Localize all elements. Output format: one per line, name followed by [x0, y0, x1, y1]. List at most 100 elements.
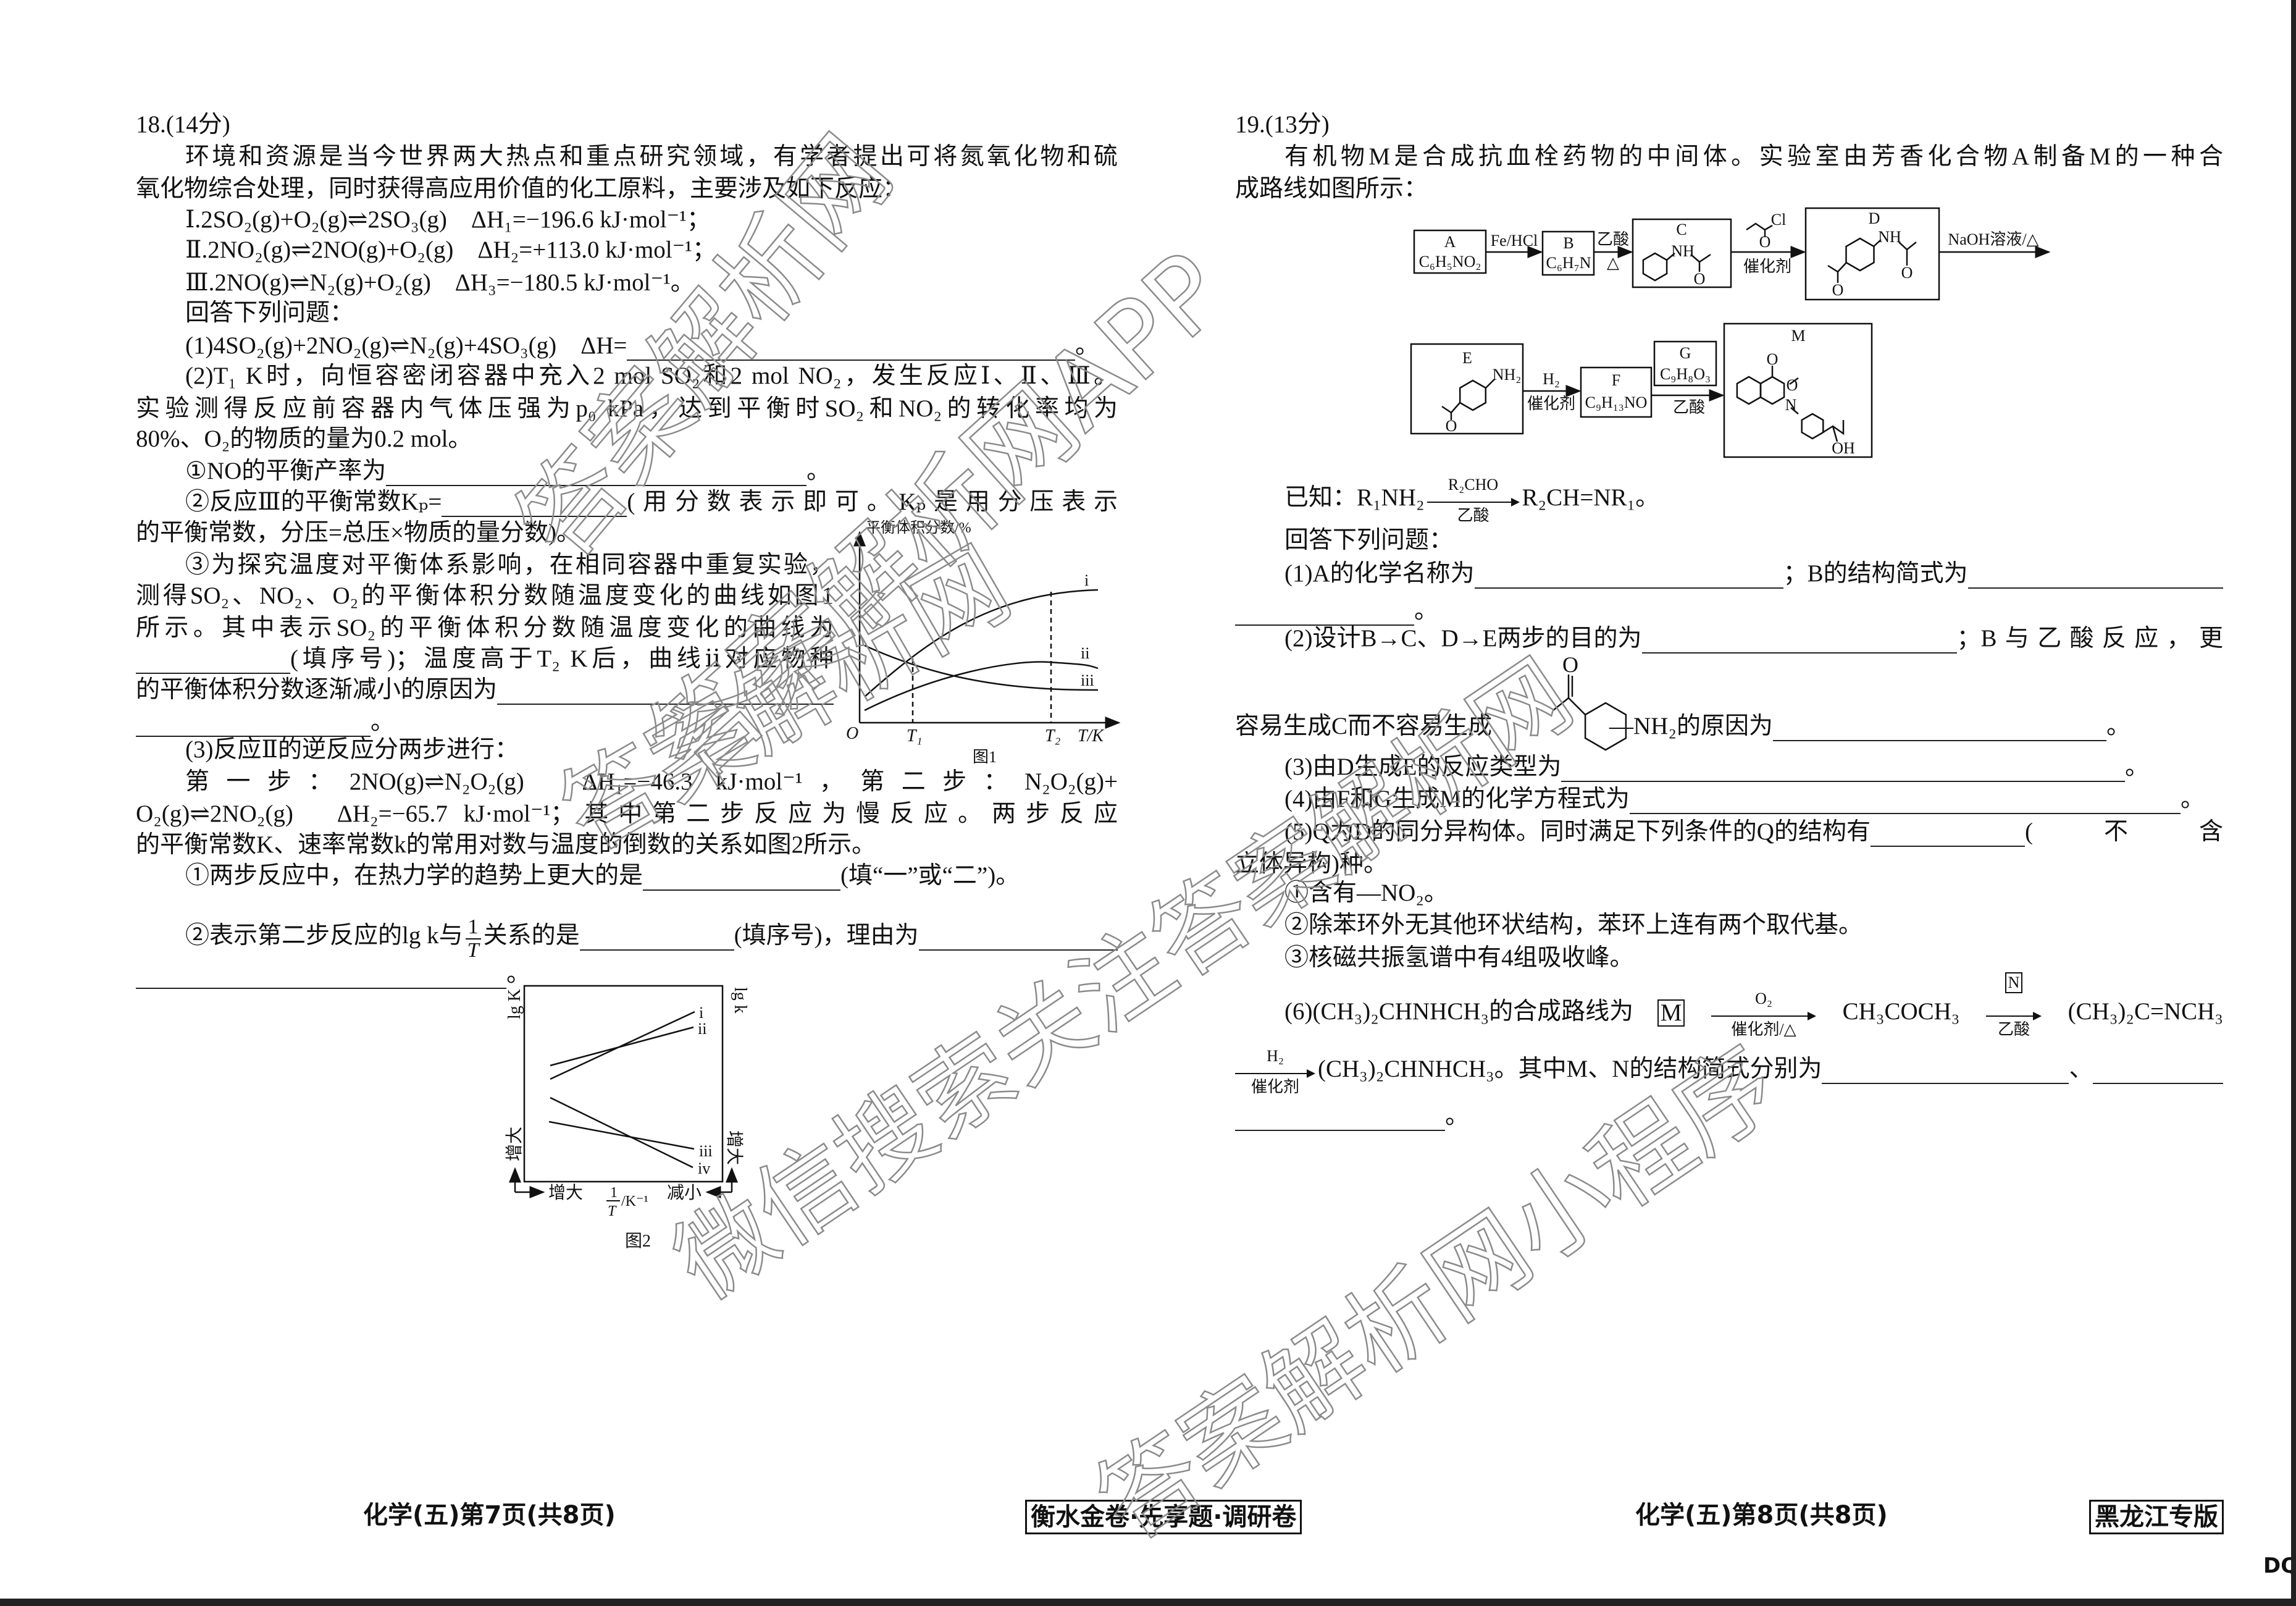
answer-blank-2c-3[interactable] [136, 711, 371, 737]
q18-part-2b: ②反应Ⅲ的平衡常数Kₚ= (用分数表示即可。Kₚ是用分压表示 [185, 487, 1118, 517]
box-g [1653, 340, 1717, 387]
q18-intro-line-1: 环境和资源是当今世界两大热点和重点研究领域，有学者提出可将氮氧化物和硫 [185, 143, 1118, 170]
fig2-frame [523, 985, 724, 1183]
answer-blank-2b[interactable] [442, 491, 627, 517]
watermark: 答案解析网 [496, 115, 914, 581]
fig1-curve-iii [864, 644, 1099, 691]
answer-blank-3a[interactable] [643, 865, 841, 891]
m-oxygen-carbonyl: O [1767, 350, 1779, 368]
answer-blank-1[interactable] [627, 335, 1075, 361]
separator: 、 [2069, 1056, 2093, 1082]
footer-page-8: 化学(五)第8页(共8页) [1635, 1501, 1888, 1529]
answer-blank-19-2a[interactable] [1641, 628, 1957, 654]
formula-f: C₉H₁₃NO [1585, 393, 1648, 411]
q19-part-2-text: (2)设计B→C、D→E两步的目的为 [1284, 625, 1642, 652]
fig1-curve-i [864, 589, 1099, 697]
fig1-x-label: T/K [1078, 726, 1104, 746]
answer-blank-19-6a[interactable] [1822, 1058, 2069, 1084]
q18-part-2b-note: (用分数表示即可。Kₚ是用分压表示 [627, 489, 1118, 515]
condition-2: ②除苯环外无其他环状结构，苯环上连有两个取代基。 [1284, 912, 1863, 938]
q19-part-1-text: (1)A的化学名称为 [1284, 560, 1475, 587]
fig2-line-iv [550, 1096, 693, 1169]
answer-blank-3b-3[interactable] [136, 963, 506, 989]
q18-part-3-line-2: 第一步：2NO(g)⇌N₂O₂(g) ΔH₁=−46.3 kJ·mol⁻¹，第二… [185, 768, 1118, 795]
acetone-formula: CH₃COCH₃ [1842, 998, 1960, 1025]
q18-reaction-3: Ⅲ.2NO(g)⇌N₂(g)+O₂(g) ΔH₃=−180.5 kJ·mol⁻¹… [185, 269, 695, 296]
answer-blank-3b-1[interactable] [579, 925, 734, 951]
answer-blank-19-6c[interactable] [1235, 1105, 1445, 1131]
answer-blank-19-5[interactable] [1870, 821, 2025, 847]
d-oxygen-1: O [1901, 264, 1913, 282]
q18-part-3b-line-2: 。 [136, 959, 530, 989]
benzene-ring-c [1642, 252, 1668, 282]
reagent-naoh: NaOH溶液/△ [1948, 230, 2038, 248]
reagent-acetic-acid-2: 乙酸 [1673, 398, 1705, 416]
q18-part-2c-line-3: 所示。其中表示SO₂的平衡体积分数随温度变化的曲线为 [136, 615, 834, 641]
answer-blank-2a[interactable] [386, 460, 807, 486]
q18-part-2a-text: ①NO的平衡产率为 [185, 458, 387, 484]
q18-part-2c-line-4-text: (填序号)；温度高于T₂ K后，曲线ⅱ对应物种 [290, 645, 834, 672]
footer-series-badge: 衡水金卷·先享题·调研卷 [1025, 1500, 1302, 1534]
q19-known: 已知：R₁NH₂ R₂CHO 乙酸 R₂CH=NR₁。 [1284, 476, 1659, 524]
formula-b: C₆H₇N [1546, 254, 1591, 272]
fig2-x-increase: 增大 [548, 1183, 583, 1203]
fraction-numerator: 1 [465, 916, 481, 940]
q19-part-6-text-2: (CH₃)₂CHNHCH₃。其中M、N的结构简式分别为 [1318, 1056, 1822, 1082]
answer-blank-2c-1[interactable] [136, 648, 290, 674]
synthesis-scheme [1410, 207, 2051, 751]
fig2-caption: 图2 [625, 1232, 651, 1251]
q18-part-3-line-3: O₂(g)⇌2NO₂(g) ΔH₂=−65.7 kJ·mol⁻¹；其中第二步反应… [136, 801, 1118, 827]
footer-edition-badge: 黑龙江专版 [2089, 1500, 2224, 1534]
q18-part-3b: ②表示第二步反应的lg k与 1 T 关系的是 (填序号)，理由为 [185, 905, 1118, 962]
q18-part-2c-line-2: 测得SO₂、NO₂、O₂的平衡体积分数随温度变化的曲线如图1 [136, 582, 834, 609]
known-arrow: R₂CHO 乙酸 [1427, 476, 1520, 524]
period: 。 [2106, 713, 2131, 739]
q18-part-2-line-3: 80%、O₂的物质的量为0.2 mol。 [136, 426, 472, 452]
q18-part-2c-line-6: 。 [136, 707, 395, 737]
q18-part-2-line-1: (2)T₁ K时，向恒容密闭容器中充入2 mol SO₂和2 mol NO₂，发… [185, 363, 1118, 389]
answer-blank-19-1a[interactable] [1474, 563, 1783, 589]
answer-blank-2c-2[interactable] [497, 679, 834, 705]
fig2-x-label-unit: /K⁻¹ [621, 1193, 648, 1209]
q18-answer-prompt: 回答下列问题： [185, 300, 354, 326]
period: 。 [506, 961, 531, 987]
q18-part-2b-text: ②反应Ⅲ的平衡常数Kₚ= [185, 489, 442, 515]
q19-part-4: (4)由F和G生成M的化学方程式为 。 [1284, 784, 2205, 814]
q18-part-2c-line-4: (填序号)；温度高于T₂ K后，曲线ⅱ对应物种 [136, 644, 834, 674]
label-g: G [1680, 344, 1691, 362]
q19-part-5-line-2: 立体异构)种。 [1235, 851, 1388, 877]
fig1-curve-ii-label: ii [1081, 644, 1089, 662]
fraction-1-over-t: 1 T [465, 916, 481, 962]
condition-catalyst: 催化剂 [1743, 258, 1791, 275]
route-arrow-1-reagent: O₂ [1755, 990, 1772, 1007]
answer-blank-19-4[interactable] [1630, 788, 2181, 814]
q18-part-2c-line-1: ③为探究温度对平衡体系影响，在相同容器中重复实验， [185, 552, 834, 578]
answer-blank-19-2b[interactable] [1772, 715, 2106, 741]
fig2-right-increase: 增大 [724, 1130, 744, 1165]
label-m: M [1791, 327, 1805, 345]
benzene-ring-m [1801, 413, 1824, 440]
answer-blank-19-3[interactable] [1561, 756, 2125, 782]
q19-part-6-line-2: H₂ 催化剂 (CH₃)₂CHNHCH₃。其中M、N的结构简式分别为 、 [1235, 1047, 2223, 1096]
fig1-y-label: 平衡体积分数/% [866, 519, 971, 536]
answer-blank-19-6b[interactable] [2093, 1058, 2223, 1084]
bond [1827, 262, 1847, 273]
q19-part-6-text: (6)(CH₃)₂CHNHCH₃的合成路线为 [1284, 998, 1634, 1025]
q19-part-6: (6)(CH₃)₂CHNHCH₃的合成路线为 M O₂ 催化剂/△ CH₃COC… [1284, 972, 2223, 1038]
imine-formula: (CH₃)₂C=NCH₃ [2068, 998, 2223, 1025]
fig1-origin: O [846, 724, 858, 743]
fig2-left-y-label: lg K [505, 989, 524, 1019]
fused-ring-heterocycle [1759, 376, 1785, 405]
e-nh2: NH₂ [1493, 366, 1522, 384]
label-f: F [1612, 371, 1620, 389]
fig1-curve-iii-label: iii [1081, 671, 1094, 689]
answer-blank-19-1c[interactable] [1235, 600, 1414, 626]
answer-blank-19-1b[interactable] [1967, 563, 2223, 589]
q18-part-3b-text: ②表示第二步反应的lg k与 [185, 922, 463, 949]
answer-blank-3b-2[interactable] [918, 925, 1118, 951]
reagent-oxygen: O [1759, 233, 1771, 251]
d-oxygen-2: O [1832, 281, 1844, 299]
reagent-acetic-acid: 乙酸 [1597, 230, 1629, 248]
period: 。 [1414, 597, 1439, 624]
